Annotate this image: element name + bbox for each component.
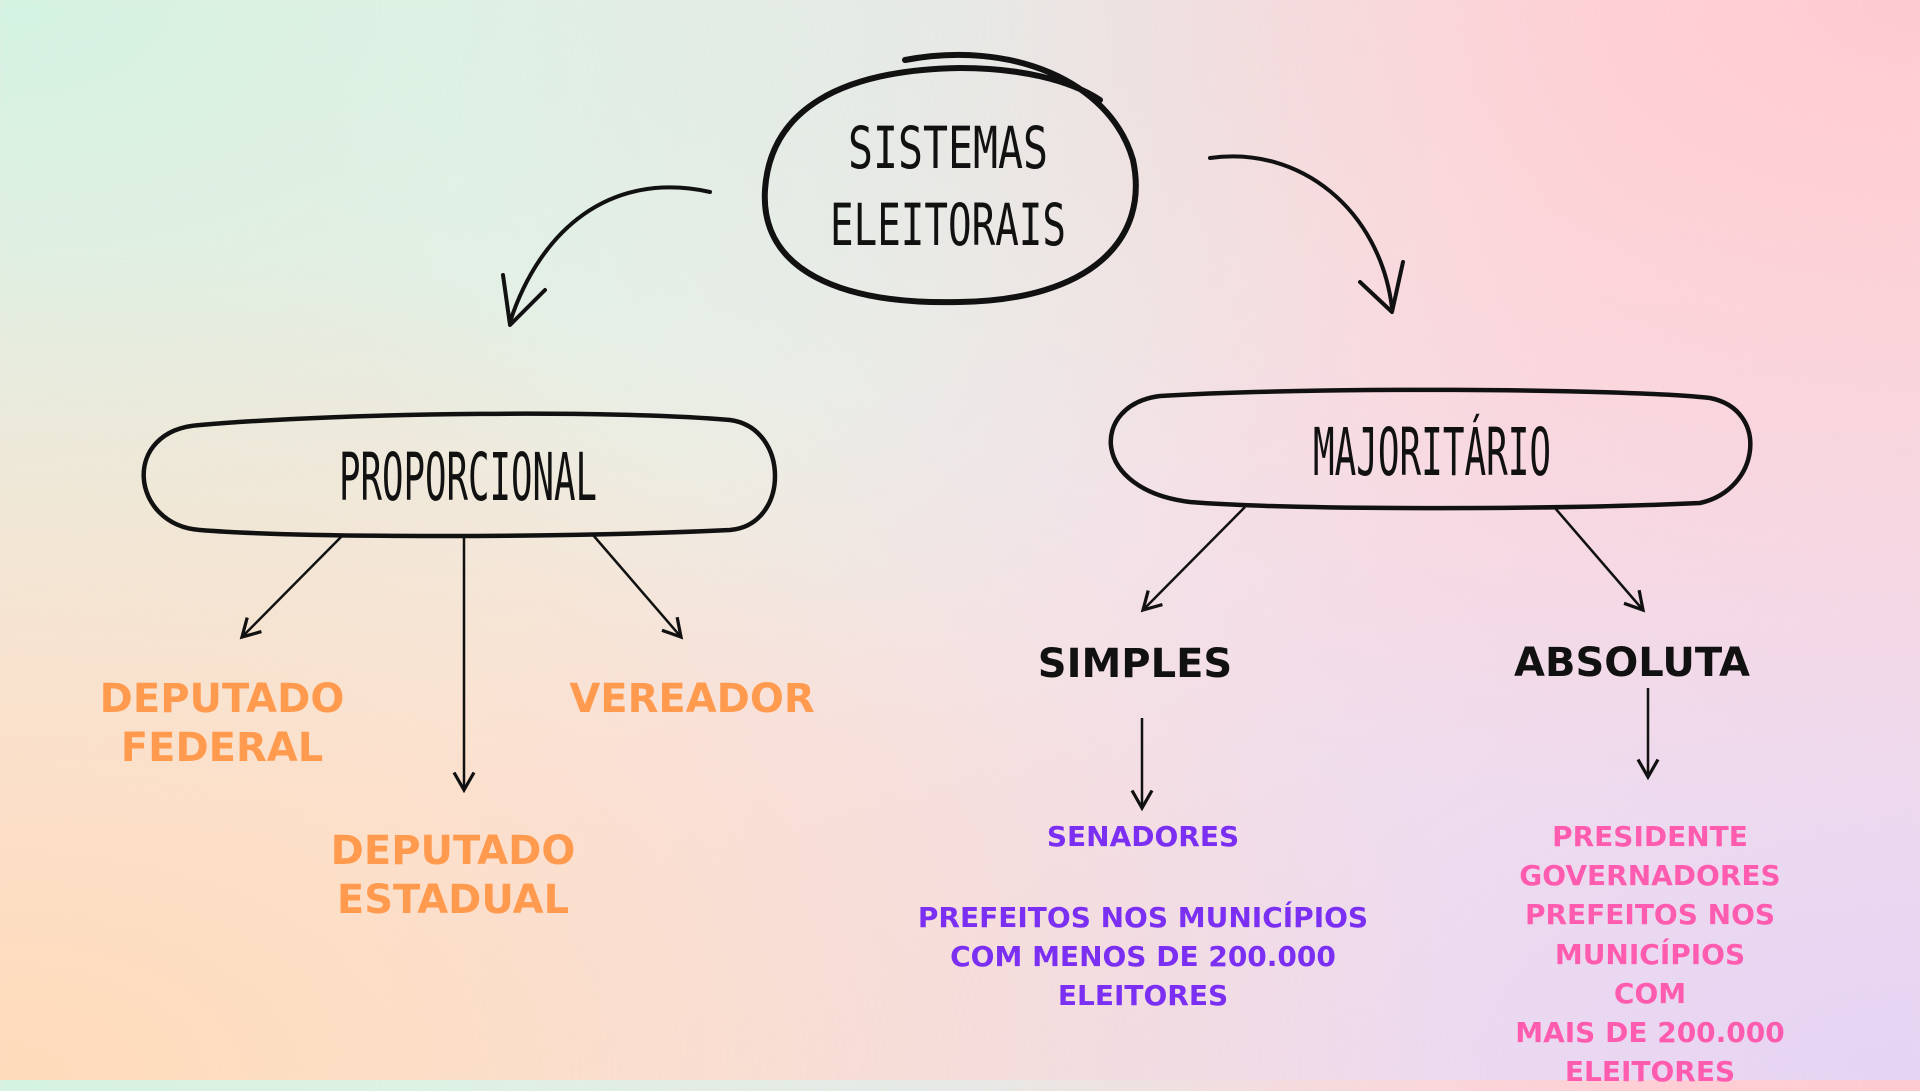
label-senadores: SENADORES <box>1046 820 1240 853</box>
arrow-vereador <box>592 534 684 640</box>
label-deputado-estadual: DEPUTADO ESTADUAL <box>330 828 576 923</box>
proporcional-capsule <box>141 411 778 539</box>
arrow-to-proporcional <box>508 185 712 324</box>
label-prefeitos-menos: PREFEITOS NOS MUNICÍPIOS COM MENOS DE 20… <box>917 901 1369 1013</box>
root-circle <box>761 51 1139 306</box>
label-vereador: VEREADOR <box>569 676 815 722</box>
proporcional-title: PROPORCIONAL <box>339 439 597 516</box>
root-title-line2: ELEITORAIS <box>830 191 1066 259</box>
label-deputado-federal: DEPUTADO FEDERAL <box>99 676 345 771</box>
label-simples: SIMPLES <box>1037 641 1233 687</box>
arrowhead-majoritario <box>1358 260 1405 314</box>
arrow-to-majoritario <box>1208 154 1394 310</box>
arrow-absoluta <box>1554 507 1646 613</box>
majoritario-capsule <box>1108 387 1753 511</box>
root-title-line1: SISTEMAS <box>848 114 1048 182</box>
arrow-deputado-federal <box>239 534 344 640</box>
arrowhead-proporcional <box>501 273 547 327</box>
label-absoluta: ABSOLUTA <box>1514 640 1750 686</box>
majoritario-title: MAJORITÁRIO <box>1313 413 1551 491</box>
arrow-simples <box>1140 506 1246 613</box>
label-absoluta-cargos: PRESIDENTE GOVERNADORES PREFEITOS NOS MU… <box>1515 820 1785 1089</box>
